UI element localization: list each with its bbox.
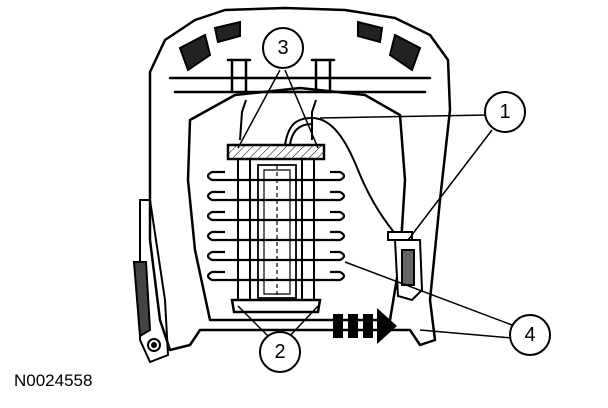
callout-1: 1 bbox=[484, 91, 526, 133]
callout-1-label: 1 bbox=[499, 101, 510, 123]
adjuster-knob bbox=[387, 231, 424, 302]
leader-lines bbox=[237, 69, 513, 339]
callout-3: 3 bbox=[262, 27, 304, 69]
dashed-right-arrow-icon bbox=[333, 308, 397, 344]
callout-2-label: 2 bbox=[274, 341, 285, 363]
callout-3-label: 3 bbox=[277, 37, 288, 59]
side-bracket bbox=[132, 199, 170, 364]
callout-4: 4 bbox=[509, 314, 551, 356]
frame-ears bbox=[178, 20, 422, 72]
lumbar-wire-loops bbox=[206, 170, 346, 282]
callout-4-label: 4 bbox=[524, 324, 535, 346]
callout-2: 2 bbox=[259, 331, 301, 373]
lumbar-support-assembly bbox=[226, 143, 326, 314]
figure-code: N0024558 bbox=[14, 371, 92, 390]
control-cable bbox=[239, 99, 401, 241]
seat-back-frame bbox=[148, 6, 452, 352]
